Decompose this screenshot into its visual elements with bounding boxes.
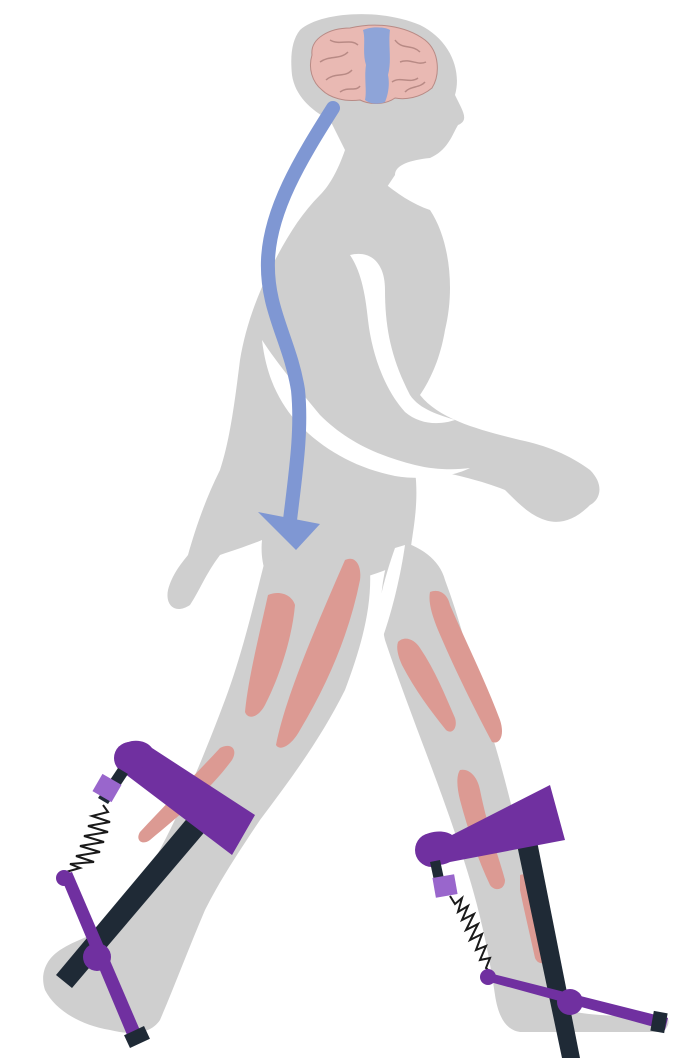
motor-cortex (363, 27, 390, 103)
spring-icon-left (66, 805, 110, 872)
right-ankle-joint (557, 989, 583, 1015)
right-leg-silhouette (381, 540, 668, 1032)
left-ankle-joint (83, 943, 111, 971)
left-heel-knob (56, 870, 72, 886)
right-spring-mount (432, 874, 457, 898)
brain-icon (310, 25, 437, 104)
torso-silhouette (167, 150, 599, 609)
right-heel-knob (480, 969, 496, 985)
